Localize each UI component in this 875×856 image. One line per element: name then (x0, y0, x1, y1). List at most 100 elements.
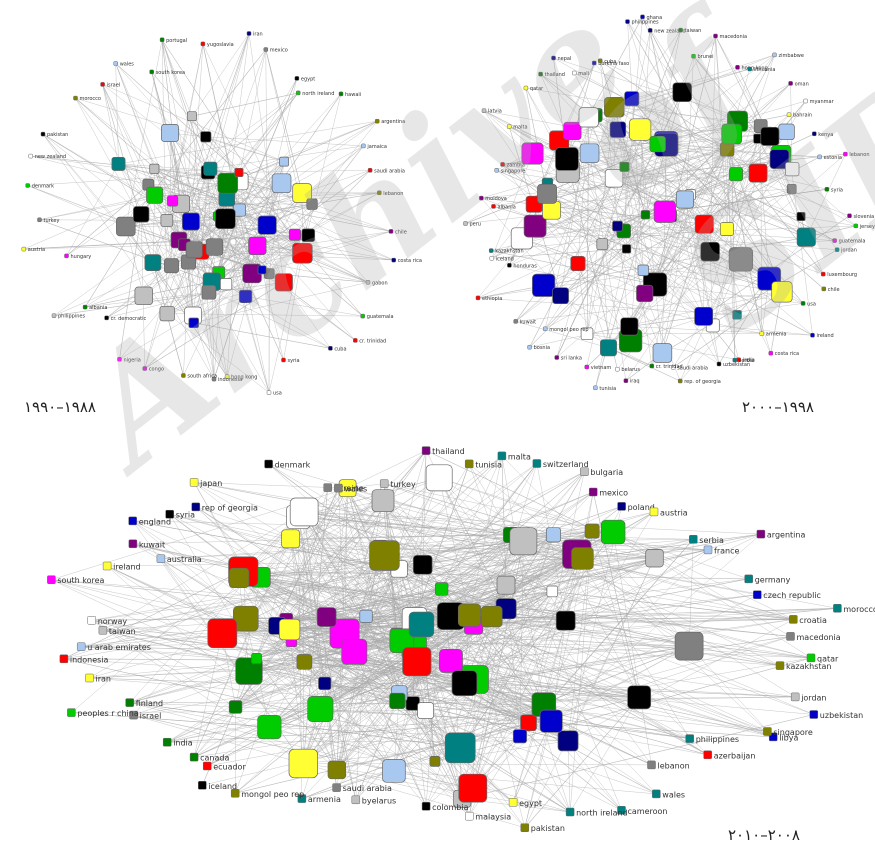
node-label: ethiopia (482, 296, 502, 302)
network-edge (302, 231, 391, 253)
network-node (528, 345, 532, 349)
node-label: estonia (824, 155, 842, 161)
node-label: ghana (647, 15, 663, 21)
network-node (135, 287, 153, 305)
network-node (760, 332, 764, 336)
network-node (302, 229, 315, 242)
network-node (556, 148, 579, 171)
node-label: new zealand (35, 154, 66, 160)
network-edge (119, 121, 378, 164)
network-edge (284, 253, 303, 360)
period-label-2008-2010: ۲۰۱۰–۲۰۰۸ (728, 826, 800, 844)
network-node (182, 213, 199, 230)
node-label: england (139, 517, 171, 526)
network-node (126, 699, 134, 707)
node-label: uzbekistan (820, 711, 863, 720)
network-node (673, 83, 692, 102)
network-node (618, 502, 626, 510)
network-node (360, 610, 373, 623)
network-node (801, 301, 805, 305)
network-edge (76, 98, 285, 162)
network-node (280, 157, 289, 166)
network-node (513, 730, 526, 743)
network-node (589, 488, 597, 496)
network-node (319, 677, 331, 689)
network-node (290, 498, 318, 526)
node-label: tunisia (599, 386, 616, 392)
network-node (353, 338, 357, 342)
node-label: moldova (485, 196, 507, 202)
node-label: finland (136, 699, 163, 708)
network-node (482, 109, 486, 113)
network-node (86, 674, 94, 682)
node-label: macedonia (720, 34, 748, 40)
node-label: south korea (57, 576, 104, 585)
network-node (114, 62, 118, 66)
node-label: iceland (496, 256, 514, 262)
network-node (600, 340, 616, 356)
network-edge (133, 521, 614, 532)
node-label: morocco (843, 605, 875, 614)
node-label: brunei (698, 54, 714, 60)
network-edge (544, 636, 791, 704)
node-label: malaysia (475, 813, 511, 822)
network-node (317, 608, 336, 627)
network-node (88, 616, 96, 624)
network-node (675, 632, 703, 660)
node-label: mexico (599, 489, 628, 498)
network-node (418, 703, 434, 719)
network-node (267, 391, 271, 395)
network-node (324, 484, 332, 492)
network-node (776, 662, 784, 670)
node-label: mongol peo rep (549, 327, 588, 333)
node-label: north ireland (576, 809, 628, 818)
network-node (807, 654, 815, 662)
network-node (572, 548, 594, 570)
network-edge (312, 121, 377, 204)
network-node (533, 460, 541, 468)
network-node (333, 784, 341, 792)
network-node (105, 316, 109, 320)
network-node (161, 124, 178, 141)
network-node (637, 285, 653, 301)
node-label: israel (107, 82, 121, 88)
network-edge (417, 472, 585, 662)
node-label: wales (344, 485, 367, 494)
network-node (163, 738, 171, 746)
node-label: nepal (558, 56, 572, 62)
network-node (258, 266, 266, 274)
network-node (564, 122, 582, 140)
network-node (422, 802, 430, 810)
network-node (293, 243, 313, 263)
network-node (572, 71, 576, 75)
node-label: thailand (545, 72, 565, 78)
network-node (610, 122, 626, 138)
node-label: bulgaria (590, 468, 623, 477)
network-node (116, 217, 135, 236)
network-node (201, 42, 205, 46)
node-label: saudi arabia (374, 168, 405, 174)
network-node (822, 287, 826, 291)
network-node (206, 239, 223, 256)
network-node (789, 81, 793, 85)
network-node (112, 157, 125, 170)
network-edge (511, 472, 584, 535)
network-node (615, 367, 619, 371)
network-node (204, 162, 217, 175)
node-label: saudi arabia (343, 784, 392, 793)
network-node (652, 790, 660, 798)
network-node (77, 643, 85, 651)
network-node (532, 274, 554, 296)
network-node (389, 229, 393, 233)
network-node (720, 222, 733, 235)
node-label: malta (513, 125, 527, 131)
network-node (279, 619, 300, 640)
node-label: argentina (767, 531, 806, 540)
node-label: ireland (113, 563, 141, 572)
node-label: lithuania (754, 67, 776, 73)
network-node (825, 187, 829, 191)
network-edge (806, 154, 845, 237)
